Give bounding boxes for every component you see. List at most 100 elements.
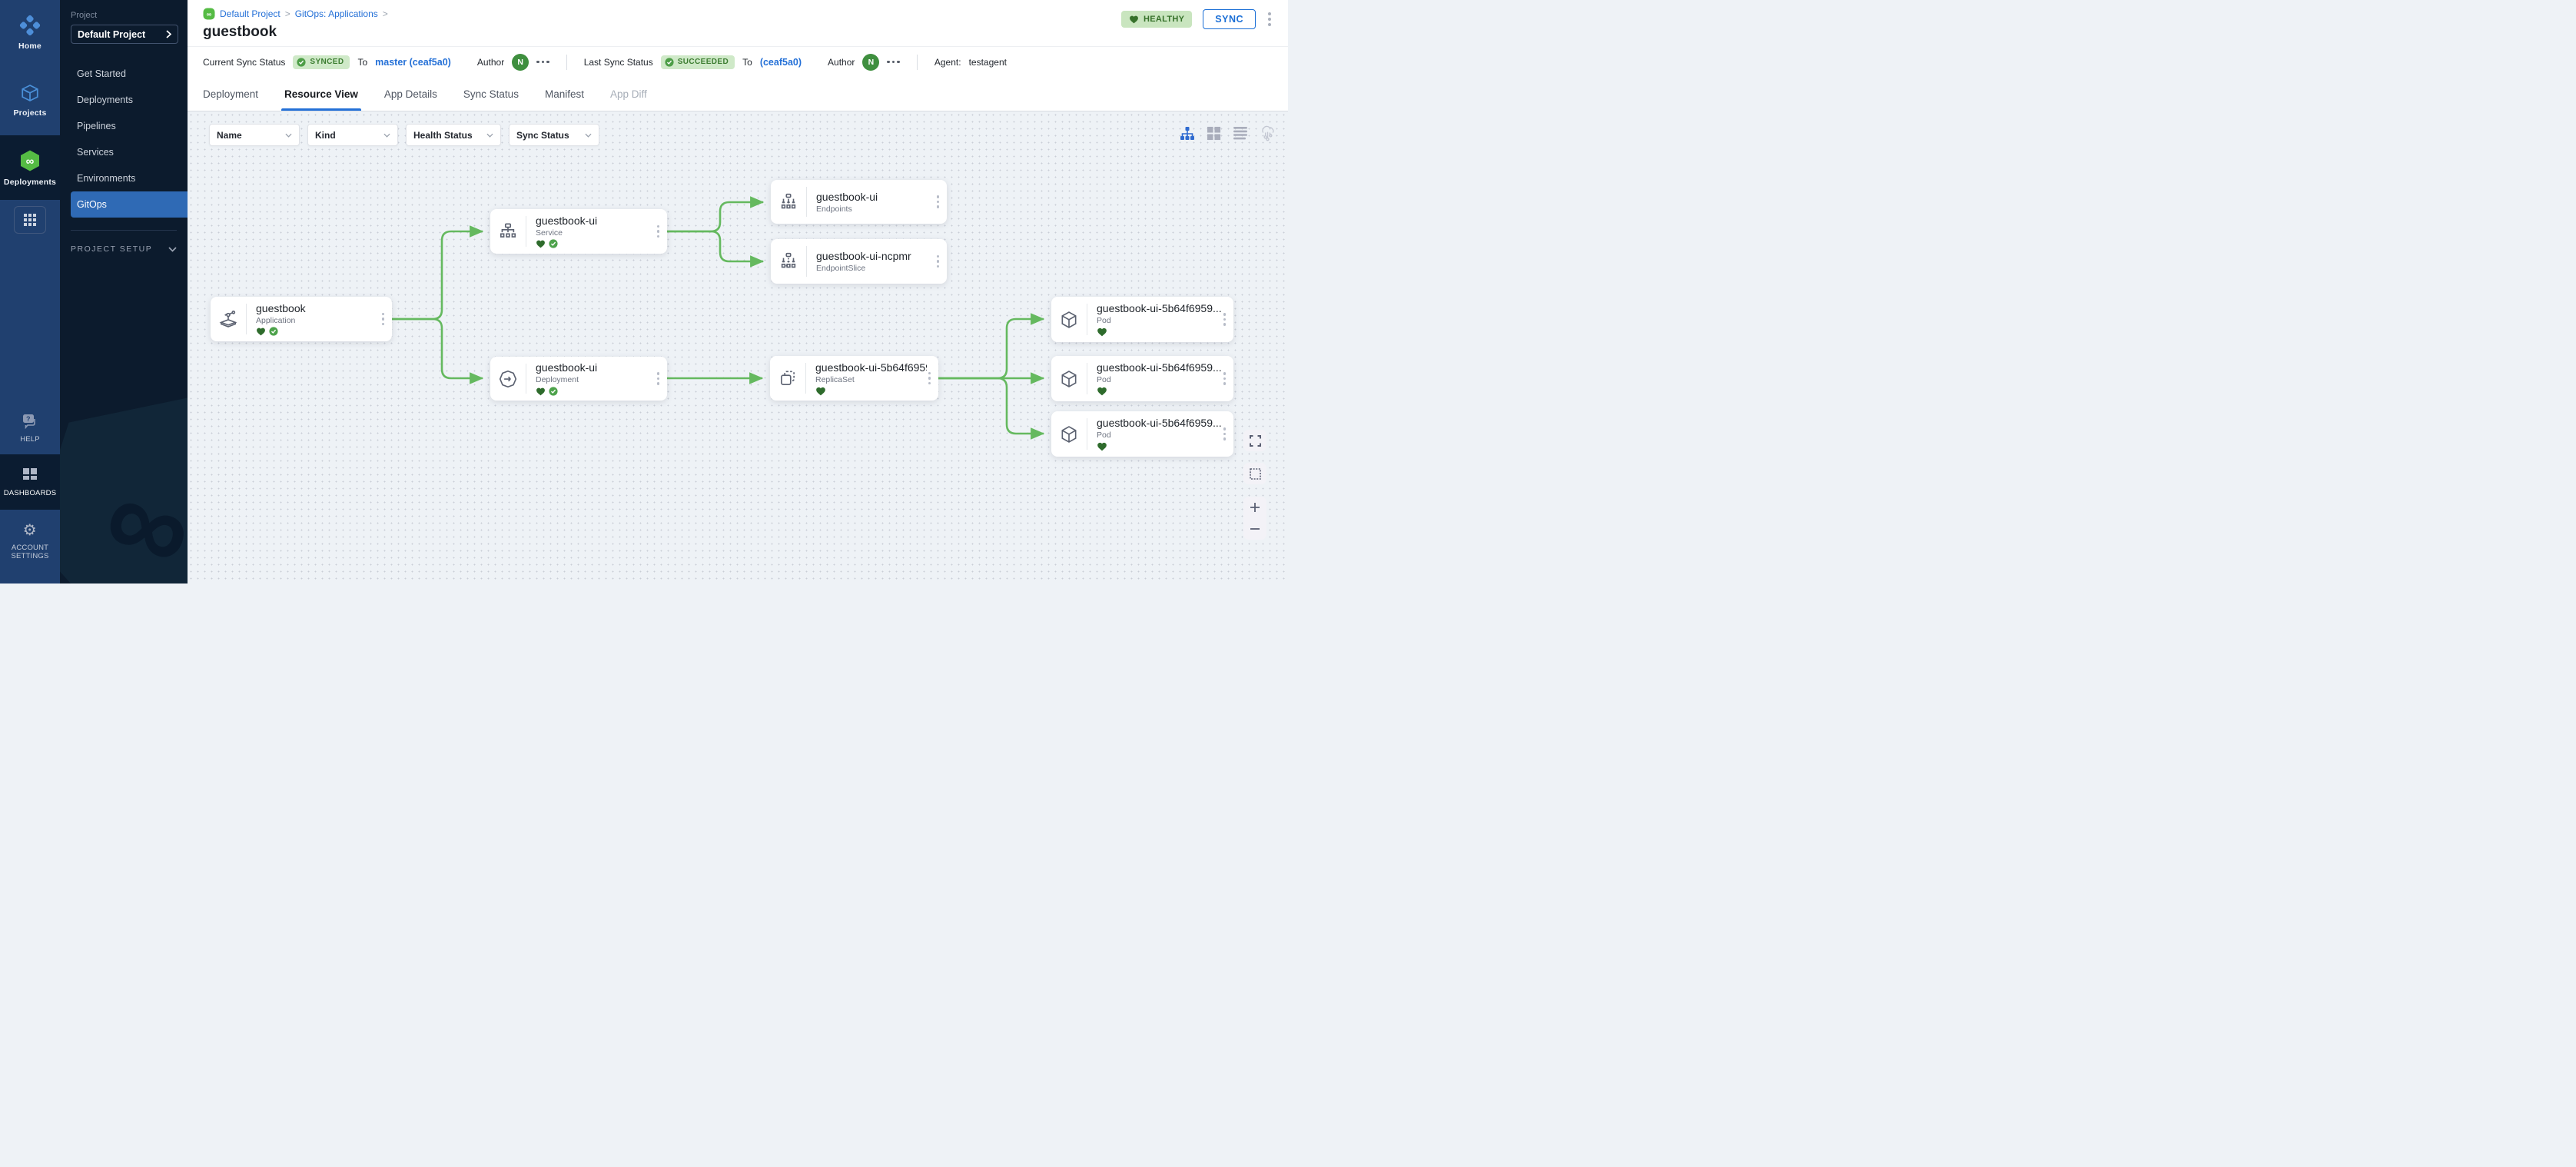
breadcrumb-applications-link[interactable]: GitOps: Applications <box>294 8 378 19</box>
zoom-in-button[interactable] <box>1243 497 1266 518</box>
tree-view-toggle[interactable] <box>1180 126 1195 141</box>
list-view-toggle[interactable] <box>1233 127 1248 140</box>
last-sync-label: Last Sync Status <box>583 56 653 68</box>
tree-view-icon <box>1180 126 1194 140</box>
node-deployment-guestbook-ui[interactable]: guestbook-ui Deployment <box>490 357 667 401</box>
app-menu-button[interactable] <box>1266 11 1273 28</box>
node-menu-button[interactable] <box>1222 426 1228 442</box>
current-target-link[interactable]: master (ceaf5a0) <box>375 56 451 68</box>
sidebar-divider <box>71 230 177 231</box>
author-avatar: N <box>862 53 880 71</box>
fit-selection-button[interactable] <box>1243 463 1266 484</box>
rail-item-dashboards[interactable]: DASHBOARDS <box>0 454 60 510</box>
tab-resource-view[interactable]: Resource View <box>281 77 361 111</box>
node-service-guestbook-ui[interactable]: guestbook-ui Service <box>490 209 667 254</box>
rail-item-projects[interactable]: Projects <box>0 72 60 128</box>
current-sync-label: Current Sync Status <box>203 56 286 68</box>
svg-text:∞: ∞ <box>26 155 35 168</box>
resource-kind: Service <box>536 228 563 238</box>
node-pod-1[interactable]: guestbook-ui-5b64f6959... Pod <box>1051 297 1233 342</box>
grid-view-toggle[interactable] <box>1207 126 1221 141</box>
resource-kind: ReplicaSet <box>815 374 855 384</box>
project-setup-toggle[interactable]: PROJECT SETUP <box>71 244 177 254</box>
healthy-heart-icon <box>1097 442 1107 451</box>
rail-item-help[interactable]: ? HELP <box>0 402 60 454</box>
dashboards-icon <box>23 468 37 480</box>
sidebar-item-pipelines[interactable]: Pipelines <box>77 121 116 131</box>
chevron-right-icon <box>166 30 171 38</box>
resource-name: guestbook-ui <box>536 214 598 227</box>
endpoints-icon <box>771 192 806 212</box>
node-menu-button[interactable] <box>1222 371 1228 387</box>
node-endpoints-guestbook-ui[interactable]: guestbook-ui Endpoints <box>771 180 947 224</box>
status-bar: Current Sync Status SYNCED To master (ce… <box>188 46 1288 77</box>
node-endpointslice-guestbook-ui-ncpmr[interactable]: guestbook-ui-ncpmr EndpointSlice <box>771 239 947 284</box>
resource-name: guestbook-ui-ncpmr <box>816 250 911 262</box>
filter-sync-status[interactable]: Sync Status <box>509 124 599 146</box>
commit-more-button[interactable] <box>887 60 900 64</box>
node-application-guestbook[interactable]: guestbook Application <box>211 297 392 341</box>
node-replicaset-guestbook-ui-5b64f69597[interactable]: guestbook-ui-5b64f69597 ReplicaSet <box>770 356 938 401</box>
filter-name[interactable]: Name <box>209 124 300 146</box>
sync-button[interactable]: SYNC <box>1203 9 1256 29</box>
node-menu-button[interactable] <box>1222 311 1228 327</box>
tab-app-details[interactable]: App Details <box>383 88 437 100</box>
node-menu-button[interactable] <box>656 371 662 387</box>
resource-kind: Pod <box>1097 316 1111 325</box>
rail-item-home[interactable]: Home <box>0 5 60 60</box>
application-icon <box>211 309 246 329</box>
node-menu-button[interactable] <box>935 194 941 210</box>
node-pod-3[interactable]: guestbook-ui-5b64f6959... Pod <box>1051 411 1233 457</box>
projects-icon <box>22 84 38 101</box>
resource-name: guestbook <box>256 301 306 314</box>
filter-health-status[interactable]: Health Status <box>406 124 501 146</box>
tab-sync-status[interactable]: Sync Status <box>463 88 519 100</box>
resource-kind: Application <box>256 315 296 325</box>
tab-app-diff: App Diff <box>609 88 647 100</box>
resource-kind: Deployment <box>536 375 579 384</box>
chevron-down-icon <box>383 133 390 138</box>
page-title: guestbook <box>203 24 277 40</box>
tab-deployment[interactable]: Deployment <box>203 88 259 100</box>
node-menu-button[interactable] <box>656 224 662 240</box>
gear-icon: ⚙ <box>22 521 38 539</box>
pod-icon <box>1051 310 1087 330</box>
view-toggle-group <box>1180 125 1276 141</box>
node-menu-button[interactable] <box>927 371 933 387</box>
sidebar-item-gitops[interactable]: GitOps <box>71 191 188 218</box>
resource-kind: Pod <box>1097 431 1111 440</box>
rail-item-deployments[interactable]: ∞ Deployments <box>0 135 60 200</box>
sidebar-item-services[interactable]: Services <box>77 147 114 158</box>
rail-item-account-settings[interactable]: ⚙ ACCOUNT SETTINGS <box>0 510 60 584</box>
sidebar-item-deployments[interactable]: Deployments <box>77 95 133 105</box>
resource-name: guestbook-ui-5b64f6959... <box>1097 302 1222 314</box>
project-selector[interactable]: Default Project <box>71 25 178 44</box>
tab-manifest[interactable]: Manifest <box>544 88 584 100</box>
fullscreen-button[interactable] <box>1243 430 1266 451</box>
page-header: ∞ Default Project > GitOps: Applications… <box>188 0 1288 46</box>
resource-kind: Pod <box>1097 375 1111 384</box>
resource-name: guestbook-ui-5b64f69597 <box>815 361 927 374</box>
heart-icon <box>1130 15 1138 24</box>
last-target-link[interactable]: (ceaf5a0) <box>759 56 802 68</box>
resource-tree-canvas[interactable]: Name Kind Health Status Sync Status <box>188 111 1288 584</box>
healthy-heart-icon <box>1097 387 1107 396</box>
commit-more-button[interactable] <box>536 60 549 64</box>
healthy-heart-icon <box>1097 327 1107 337</box>
node-menu-button[interactable] <box>935 254 941 270</box>
sidebar-item-environments[interactable]: Environments <box>77 173 136 184</box>
network-view-toggle[interactable] <box>1260 125 1276 141</box>
zoom-out-button[interactable] <box>1243 518 1266 540</box>
help-icon: ? <box>23 414 35 430</box>
healthy-heart-icon <box>536 240 545 248</box>
node-menu-button[interactable] <box>380 311 387 327</box>
synced-check-icon <box>549 386 558 396</box>
agent-label: Agent: <box>934 56 961 68</box>
node-pod-2[interactable]: guestbook-ui-5b64f6959... Pod <box>1051 356 1233 401</box>
sidebar-item-get-started[interactable]: Get Started <box>77 68 126 79</box>
breadcrumb-project-link[interactable]: Default Project <box>220 8 281 19</box>
resource-name: guestbook-ui <box>536 361 598 374</box>
module-selector-button[interactable] <box>14 206 46 234</box>
filter-kind[interactable]: Kind <box>307 124 398 146</box>
chevron-down-icon <box>285 133 292 138</box>
